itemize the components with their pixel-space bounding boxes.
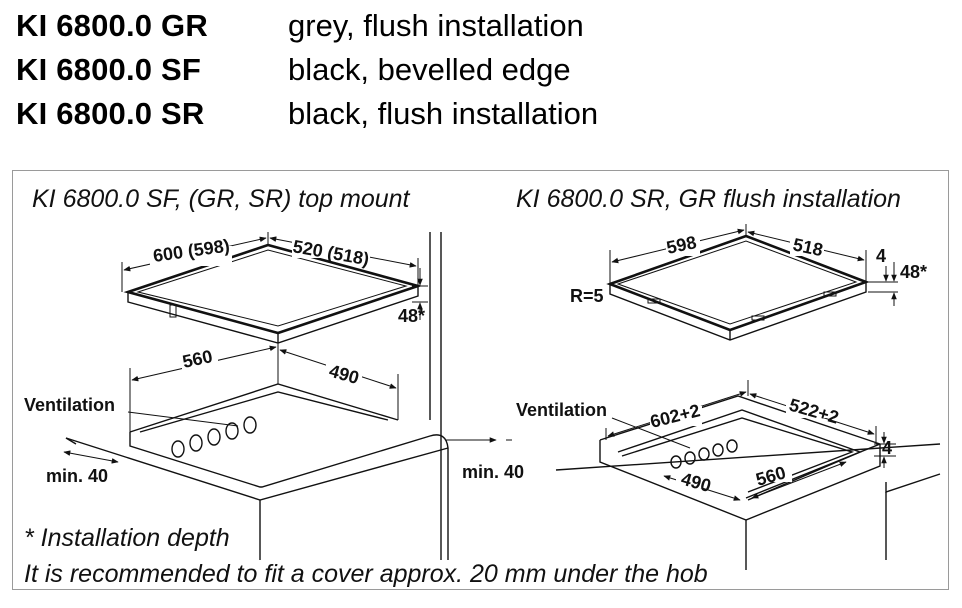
model-description: black, bevelled edge bbox=[288, 52, 571, 87]
left-min-front: min. 40 bbox=[46, 466, 108, 486]
left-countertop bbox=[65, 232, 449, 560]
left-caption: KI 6800.0 SF, (GR, SR) top mount bbox=[32, 185, 411, 213]
model-code: KI 6800.0 SF bbox=[16, 52, 202, 87]
installation-depth-note: * Installation depth bbox=[24, 524, 230, 552]
right-vent-holes bbox=[670, 439, 738, 469]
right-caption: KI 6800.0 SR, GR flush installation bbox=[516, 185, 901, 213]
left-ventilation-label: Ventilation bbox=[24, 395, 115, 415]
left-min-back: min. 40 bbox=[462, 462, 524, 482]
model-description: black, flush installation bbox=[288, 96, 599, 131]
cover-recommendation-note: It is recommended to fit a cover approx.… bbox=[24, 560, 708, 588]
model-row-gr: KI 6800.0 GR grey, flush installation bbox=[16, 4, 598, 48]
right-ventilation-label: Ventilation bbox=[516, 400, 607, 420]
diagram-frame bbox=[12, 170, 949, 590]
left-vent-holes bbox=[171, 416, 257, 458]
model-row-sr: KI 6800.0 SR black, flush installation bbox=[16, 92, 598, 136]
right-dim-thickness: 4 bbox=[876, 246, 886, 266]
right-hob-dimensions bbox=[609, 224, 898, 306]
model-code: KI 6800.0 SR bbox=[16, 96, 205, 131]
right-dim-rebate-width: 602+2 bbox=[648, 400, 702, 432]
model-description: grey, flush installation bbox=[288, 8, 584, 43]
right-dim-height: 48* bbox=[900, 262, 927, 282]
model-list: KI 6800.0 GR grey, flush installation KI… bbox=[16, 4, 598, 136]
left-dim-height: 48* bbox=[398, 306, 425, 326]
model-row-sf: KI 6800.0 SF black, bevelled edge bbox=[16, 48, 598, 92]
left-cut-dimensions bbox=[63, 340, 512, 464]
right-dim-rebate-height: 4 bbox=[882, 438, 892, 458]
right-radius: R=5 bbox=[570, 286, 604, 306]
right-countertop bbox=[555, 395, 941, 570]
model-code: KI 6800.0 GR bbox=[16, 8, 208, 43]
